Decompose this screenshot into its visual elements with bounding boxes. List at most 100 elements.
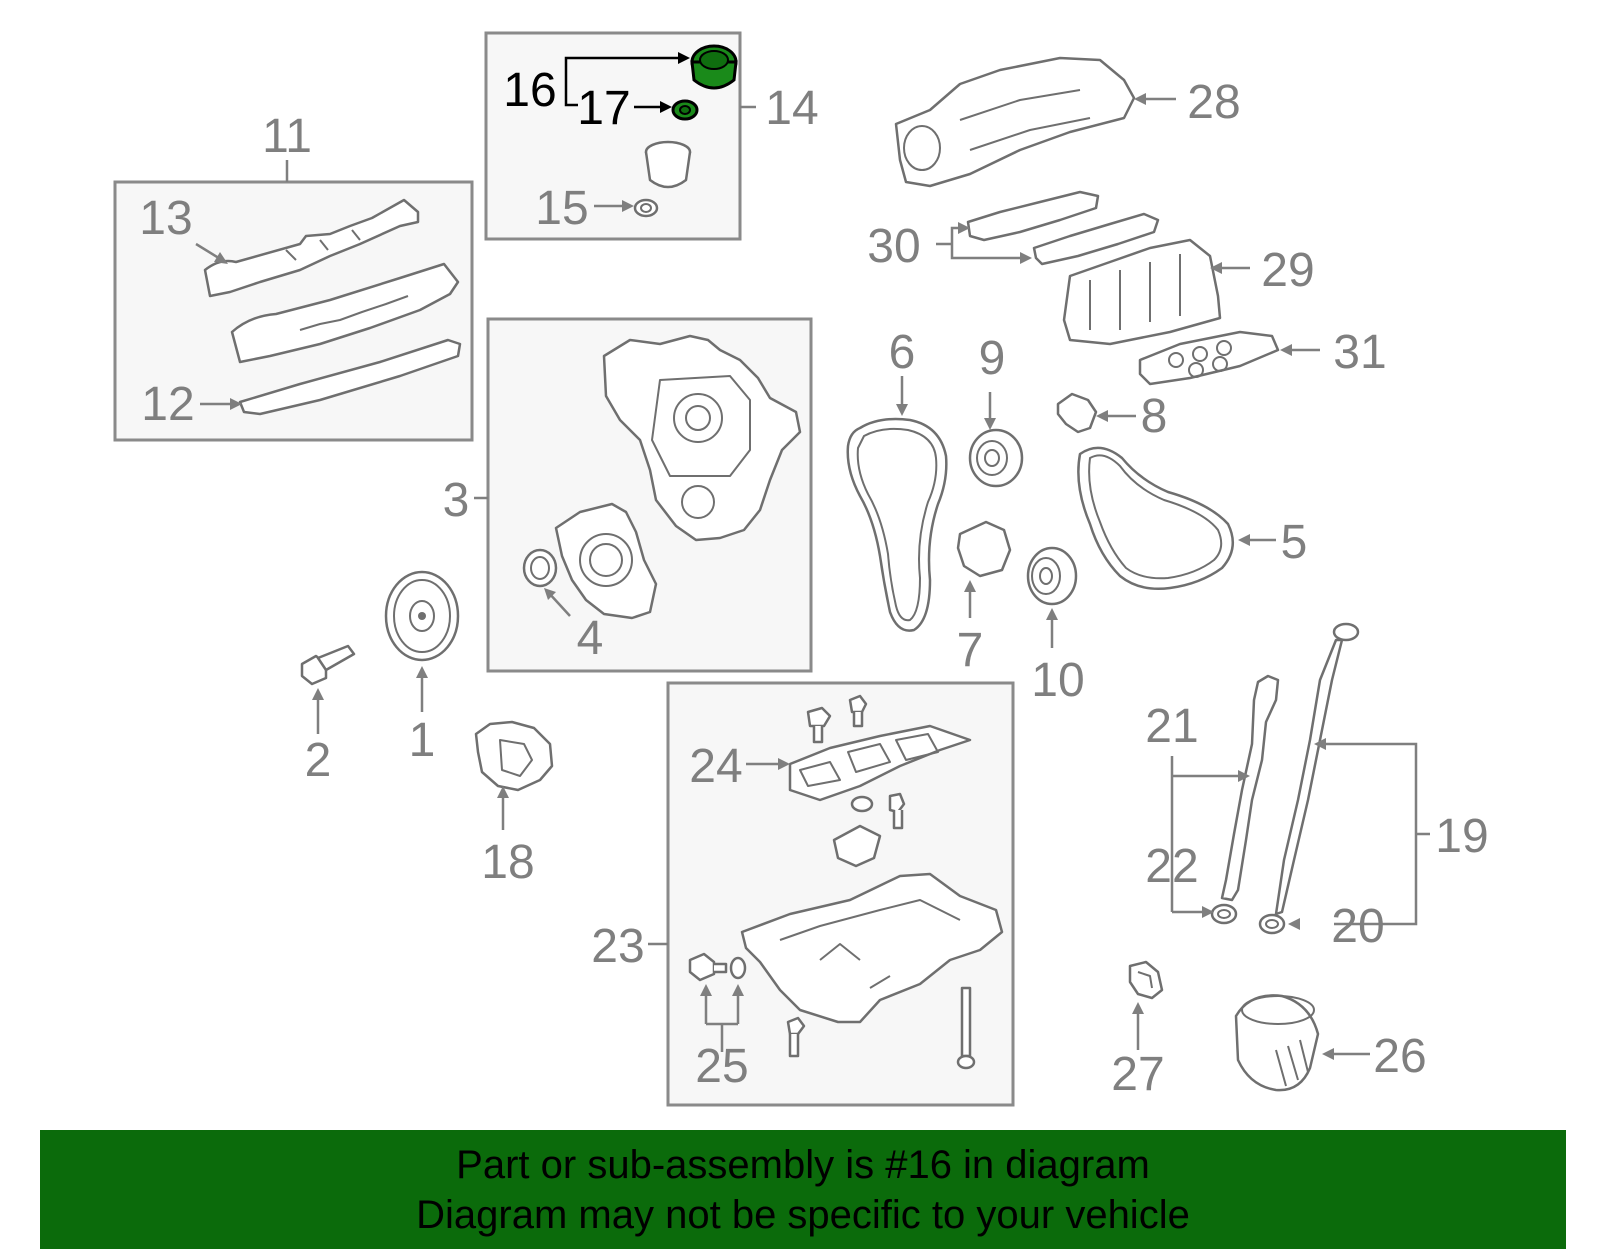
arrowhead-2	[312, 688, 324, 700]
front-cover-part-3b[interactable]	[554, 502, 658, 620]
oil-pan-bolt-bottom[interactable]	[786, 1016, 806, 1058]
arrowhead-5	[1238, 534, 1250, 546]
arrowhead-1	[416, 666, 428, 678]
arrowhead-27	[1132, 1002, 1144, 1014]
callout-5: 5	[1281, 516, 1308, 569]
callout-28: 28	[1187, 76, 1240, 129]
intake-plenum-part-29[interactable]	[1062, 238, 1222, 346]
oil-pump-screen-part-24[interactable]	[788, 724, 972, 802]
arrowhead-30b	[1020, 252, 1032, 264]
callout-20: 20	[1331, 900, 1384, 953]
arrowhead-6	[896, 404, 908, 416]
arrowhead-18	[497, 786, 509, 798]
oil-pump-pickup[interactable]	[832, 792, 906, 868]
oil-pan-bolt-top-left[interactable]	[806, 706, 832, 744]
callout-27: 27	[1111, 1048, 1164, 1101]
drain-plug-gasket-part-25[interactable]	[729, 956, 747, 980]
balancer-bolt-part-2[interactable]	[300, 644, 356, 686]
callout-22: 22	[1145, 840, 1198, 893]
callout-11: 11	[262, 110, 312, 163]
timing-chain-part-5[interactable]	[1077, 446, 1235, 590]
oil-pressure-sensor-part-27[interactable]	[1128, 960, 1164, 1000]
callout-7: 7	[957, 624, 984, 677]
callout-16[interactable]: 16	[503, 64, 556, 117]
callout-18: 18	[481, 836, 534, 889]
engine-cover-part-13[interactable]	[203, 198, 420, 298]
chain-guide-part-8[interactable]	[1056, 392, 1098, 434]
callout-30: 30	[867, 220, 920, 273]
arrowhead-21	[1238, 770, 1250, 782]
intake-manifold-part-28[interactable]	[894, 56, 1136, 188]
oil-pan-bolt-top-mid[interactable]	[848, 694, 868, 728]
crankshaft-balancer-part-1[interactable]	[384, 570, 460, 662]
intake-gasket-part-30-lower[interactable]	[1032, 212, 1160, 266]
banner-line-2: Diagram may not be specific to your vehi…	[416, 1193, 1190, 1237]
callout-25: 25	[695, 1040, 748, 1093]
callout-19: 19	[1435, 810, 1488, 863]
arrowhead-20	[1288, 918, 1300, 930]
oil-pan-part-23[interactable]	[740, 872, 1004, 1024]
timing-chain-part-6[interactable]	[846, 417, 948, 632]
crankshaft-sprocket-part-10[interactable]	[1026, 546, 1078, 606]
callout-12: 12	[141, 378, 194, 431]
arrowhead-30a	[958, 222, 970, 234]
arrowhead-7	[964, 580, 976, 592]
arrowhead-28	[1134, 93, 1146, 105]
banner-line-1: Part or sub-assembly is #16 in diagram	[456, 1143, 1150, 1187]
arrowhead-15	[622, 200, 634, 212]
callout-6: 6	[889, 326, 916, 379]
water-pump-part-18[interactable]	[474, 720, 554, 792]
callout-1: 1	[409, 714, 436, 767]
oil-pan-long-bolt[interactable]	[956, 986, 976, 1070]
arrowhead-16	[678, 52, 690, 64]
callout-29: 29	[1261, 244, 1314, 297]
crankshaft-seal-part-4[interactable]	[522, 548, 558, 588]
oil-filter-part-26[interactable]	[1234, 994, 1320, 1092]
arrowhead-10	[1046, 608, 1058, 620]
valve-cover-part-12[interactable]	[238, 338, 462, 416]
arrowhead-8	[1096, 410, 1108, 422]
callout-8: 8	[1141, 390, 1168, 443]
callout-23: 23	[591, 920, 644, 973]
callout-9: 9	[979, 332, 1006, 385]
info-banner: Part or sub-assembly is #16 in diagram D…	[40, 1130, 1566, 1249]
dipstick-tube-part-21[interactable]	[1220, 674, 1280, 902]
dipstick-part-19[interactable]	[1274, 622, 1360, 916]
arrowhead-17	[660, 101, 672, 113]
leader-25	[704, 990, 740, 1052]
seal-part-20[interactable]	[1258, 913, 1286, 935]
callout-15: 15	[535, 182, 588, 235]
arrowhead-9	[984, 418, 996, 430]
seal-part-17[interactable]	[671, 99, 699, 121]
callout-13: 13	[139, 192, 192, 245]
callout-31: 31	[1333, 326, 1386, 379]
callout-4: 4	[577, 612, 604, 665]
timing-cover-part-3[interactable]	[602, 334, 802, 542]
callout-21: 21	[1145, 700, 1198, 753]
camshaft-sprocket-part-9[interactable]	[968, 428, 1024, 488]
callout-3: 3	[443, 474, 470, 527]
drain-plug-part-25[interactable]	[688, 952, 728, 982]
arrowhead-13	[214, 252, 228, 264]
timing-chain-tensioner-part-7[interactable]	[956, 520, 1012, 578]
arrowhead-24	[778, 758, 790, 770]
throttle-gasket-part-31[interactable]	[1138, 330, 1280, 386]
oil-filler-tube-part-15[interactable]	[633, 140, 692, 218]
arrowhead-19	[1314, 738, 1326, 750]
arrowhead-22	[1202, 906, 1214, 918]
arrowhead-12	[230, 398, 242, 410]
arrowhead-31	[1280, 344, 1292, 356]
intake-gasket-part-30-upper[interactable]	[966, 190, 1100, 242]
arrowhead-4	[544, 588, 556, 600]
valve-cover-part-12-upper[interactable]	[230, 262, 460, 364]
leader-19-20	[1320, 742, 1430, 926]
seal-part-22[interactable]	[1210, 903, 1238, 925]
arrowhead-25b	[732, 984, 744, 996]
arrowhead-25a	[700, 984, 712, 996]
arrowhead-26	[1322, 1048, 1334, 1060]
arrowhead-29	[1210, 262, 1222, 274]
callout-17: 17	[577, 82, 630, 135]
oil-filler-cap-part-16[interactable]	[690, 44, 738, 90]
leader-16b	[564, 93, 578, 107]
